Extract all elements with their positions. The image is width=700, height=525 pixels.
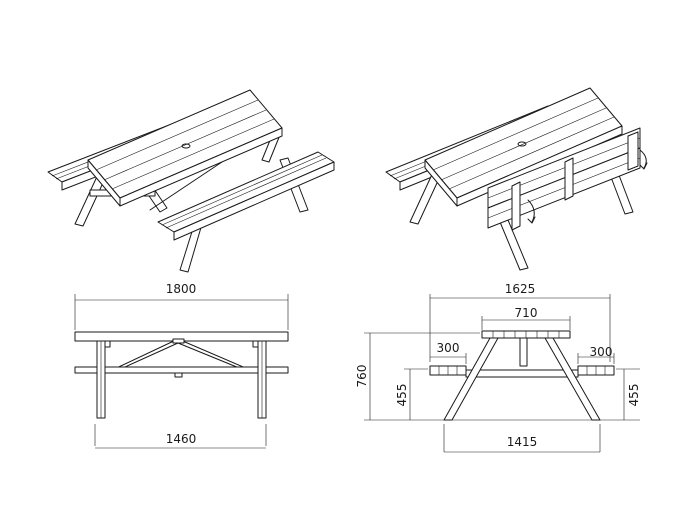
dimension-label-end-table: 710 — [515, 306, 538, 320]
side-elevation-view: 1800 1460 — [74, 282, 289, 449]
dimension-label-end-total-height: 760 — [355, 365, 369, 388]
dimension-label-end-left-bench: 300 — [437, 341, 460, 355]
dimension-label-end-left-seat: 455 — [395, 384, 409, 407]
isometric-view-table — [47, 89, 335, 273]
dimension-label-end-bottom: 1415 — [507, 435, 538, 449]
end-elevation-view: 1625 710 300 300 760 — [355, 282, 641, 453]
dimension-label-end-right-bench: 300 — [590, 345, 613, 359]
dimension-label-side-bottom: 1460 — [166, 432, 197, 446]
dimension-label-end-top: 1625 — [505, 282, 536, 296]
dimension-label-end-right-seat: 455 — [627, 384, 641, 407]
dimension-label-side-top: 1800 — [166, 282, 197, 296]
isometric-view-folded — [385, 87, 648, 271]
